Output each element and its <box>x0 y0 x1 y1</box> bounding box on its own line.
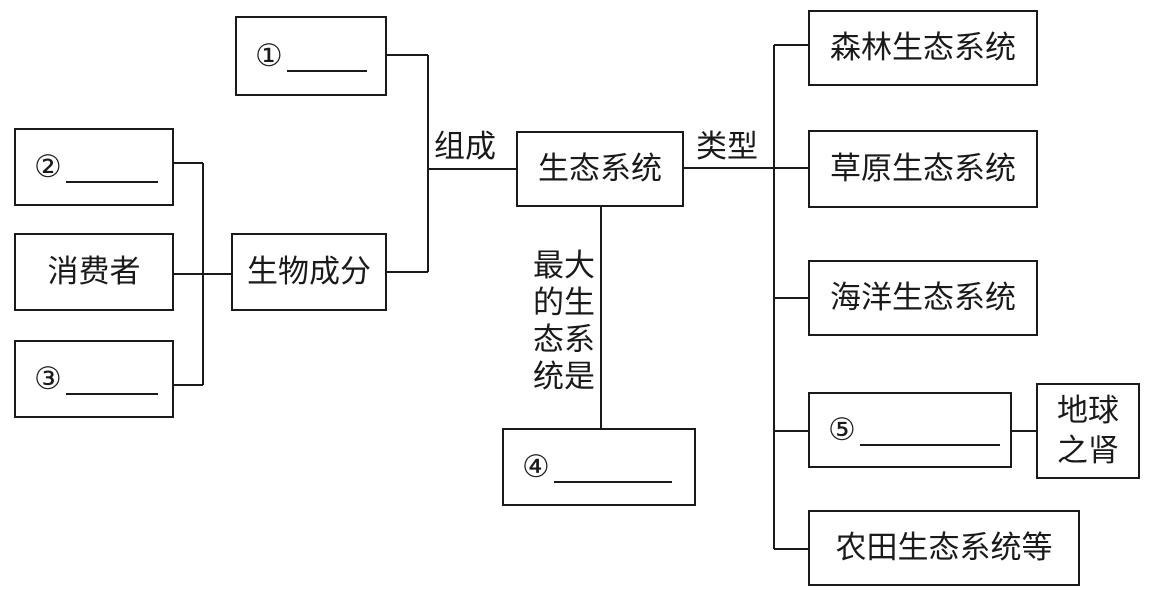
circled-number: ⑤ <box>828 411 856 448</box>
blank-box-4: ④ <box>502 428 696 506</box>
label-line: 的生 <box>533 285 595 321</box>
ocean-ecosystem-label: 海洋生态系统 <box>830 279 1016 316</box>
composition-label: 组成 <box>434 129 496 165</box>
biotic-component-box: 生物成分 <box>231 233 387 311</box>
earth-kidney-box: 地球 之肾 <box>1036 383 1140 479</box>
grassland-ecosystem-label: 草原生态系统 <box>830 150 1016 187</box>
circled-number: ① <box>255 37 283 74</box>
note-line: 地球 <box>1057 393 1119 429</box>
consumer-box: 消费者 <box>14 233 174 311</box>
ecosystem-center-box: 生态系统 <box>516 131 684 207</box>
label-line: 统是 <box>533 359 595 395</box>
ocean-ecosystem-box: 海洋生态系统 <box>808 260 1038 336</box>
answer-blank[interactable] <box>65 151 158 183</box>
answer-blank[interactable] <box>553 451 672 483</box>
forest-ecosystem-box: 森林生态系统 <box>808 10 1038 86</box>
label-line: 态系 <box>533 322 595 358</box>
ecosystem-center-label: 生态系统 <box>538 150 662 187</box>
blank-box-2: ② <box>14 128 174 206</box>
blank-box-5: ⑤ <box>808 392 1012 468</box>
blank-box-3: ③ <box>14 340 174 418</box>
farmland-ecosystem-box: 农田生态系统等 <box>808 510 1080 586</box>
note-line: 之肾 <box>1057 433 1119 469</box>
label-line: 最大 <box>533 248 595 284</box>
types-label: 类型 <box>696 129 758 165</box>
circled-number: ③ <box>34 360 62 397</box>
answer-blank[interactable] <box>286 40 367 72</box>
biotic-component-label: 生物成分 <box>247 253 371 290</box>
consumer-label: 消费者 <box>47 253 141 290</box>
largest-ecosystem-label: 最大 的生 态系 统是 <box>524 248 604 396</box>
forest-ecosystem-label: 森林生态系统 <box>830 29 1016 66</box>
answer-blank[interactable] <box>65 363 158 395</box>
circled-number: ④ <box>522 448 550 485</box>
answer-blank[interactable] <box>859 414 1000 446</box>
circled-number: ② <box>34 148 62 185</box>
farmland-ecosystem-label: 农田生态系统等 <box>835 529 1053 566</box>
blank-box-1: ① <box>235 16 387 96</box>
grassland-ecosystem-box: 草原生态系统 <box>808 130 1038 208</box>
